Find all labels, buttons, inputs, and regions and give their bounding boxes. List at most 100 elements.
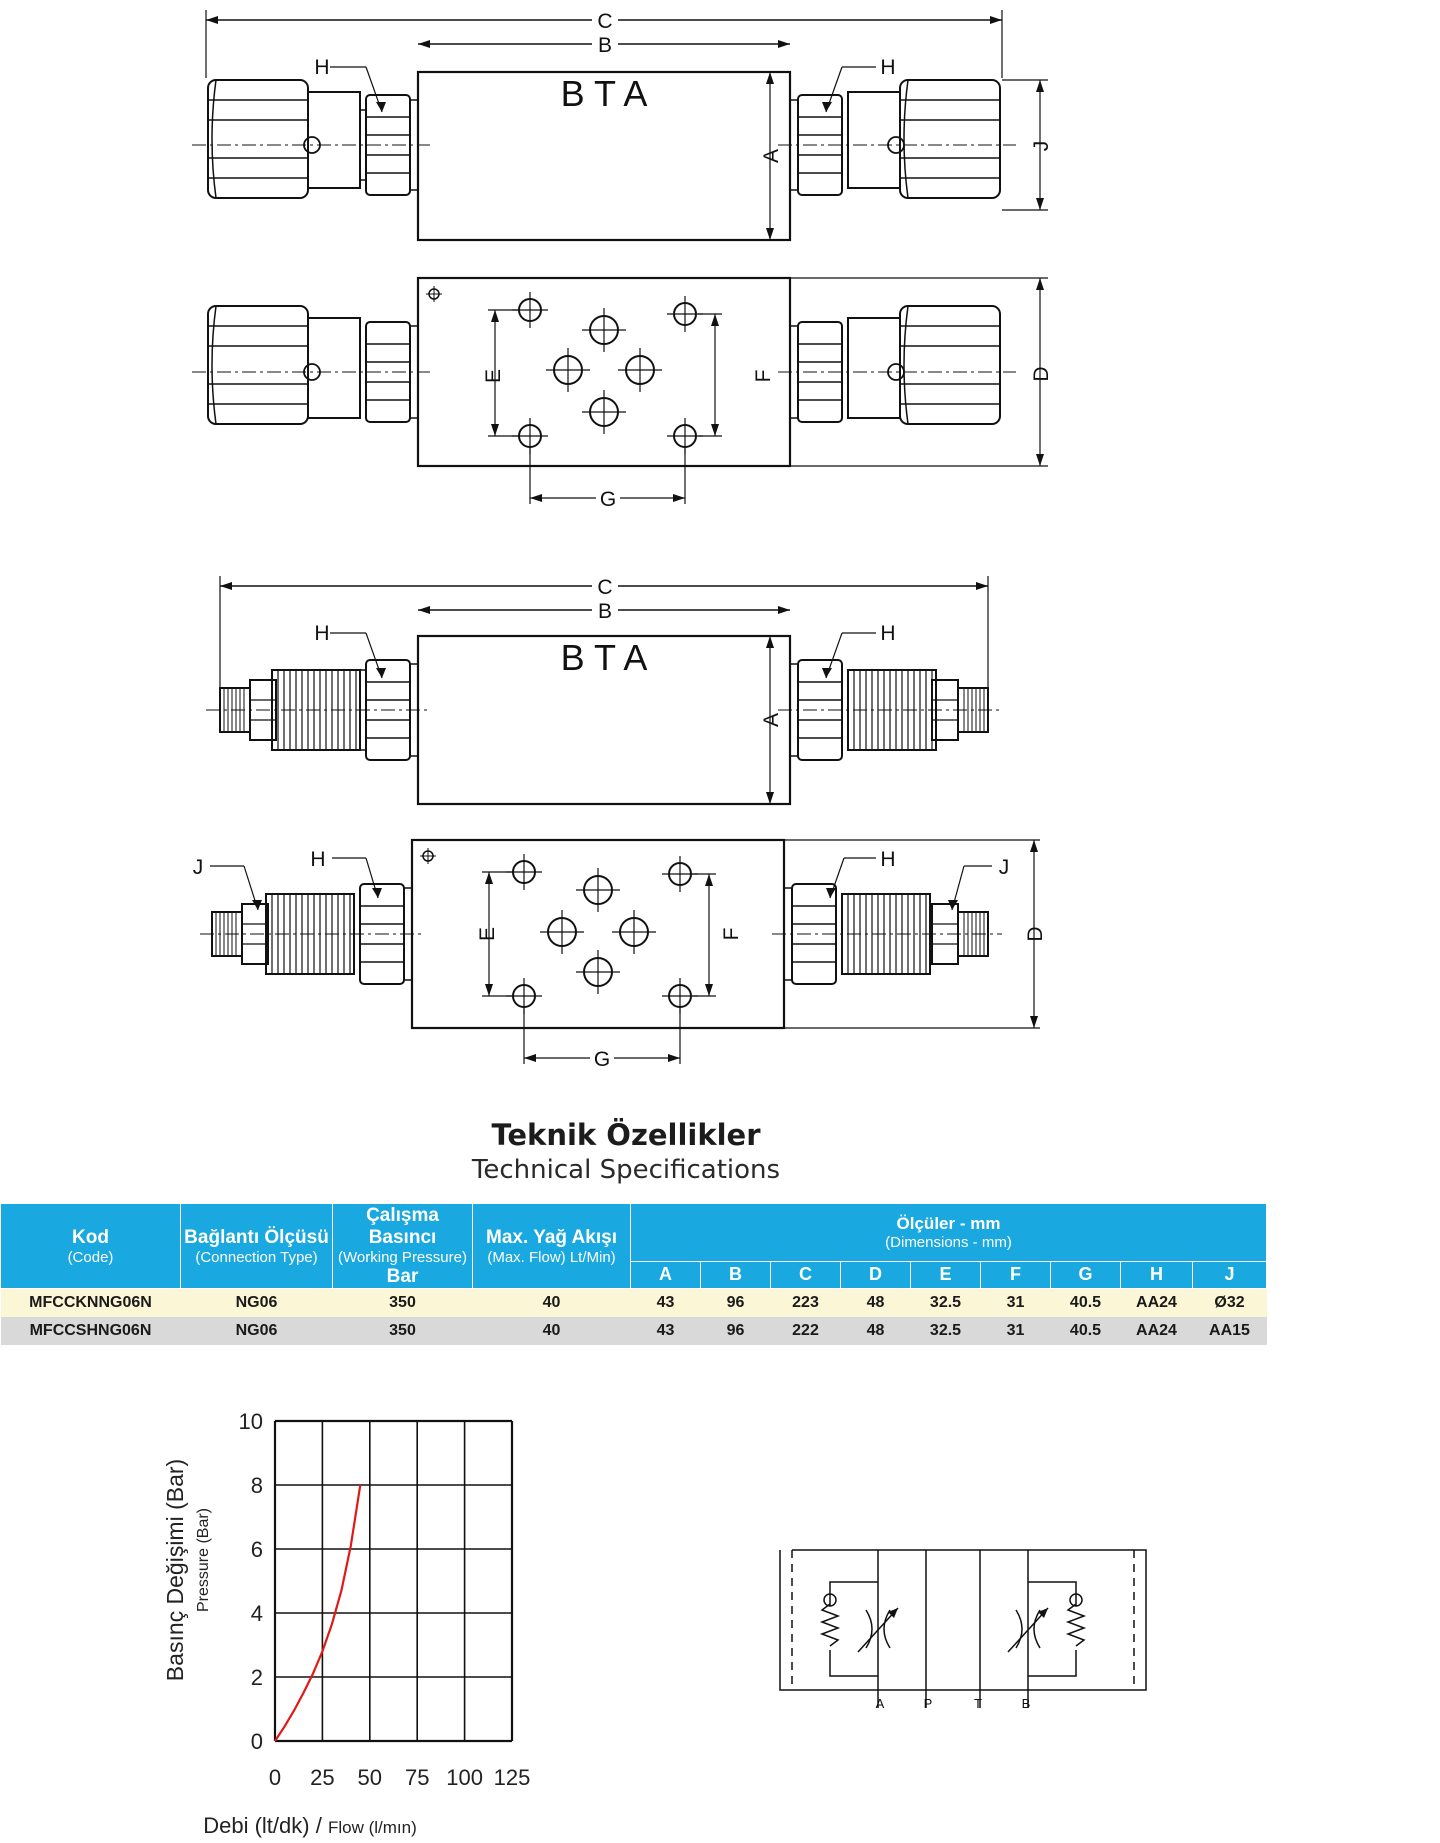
table-cell: 222 <box>770 1317 841 1345</box>
table-cell: 43 <box>630 1288 701 1317</box>
table-cell: 31 <box>980 1288 1051 1317</box>
table-cell: 48 <box>840 1317 911 1345</box>
header-dimensions: Ölçüler - mm(Dimensions - mm) <box>630 1203 1267 1262</box>
table-cell: MFCCSHNG06N <box>0 1317 181 1345</box>
table-row: MFCCSHNG06N NG06 350 40 43 96 222 48 32.… <box>0 1317 1267 1345</box>
header-kod: Kod(Code) <box>0 1203 181 1289</box>
dim-label-h-left-3: H <box>310 848 325 871</box>
header-flow: Max. Yağ Akışı(Max. Flow) Lt/Min) <box>472 1203 631 1289</box>
dim-label-a-2: A <box>760 713 783 727</box>
header-dim-f: F <box>980 1260 1051 1290</box>
spec-subtitle: Technical Specifications <box>471 1155 781 1185</box>
brand-label: B T A <box>561 73 648 114</box>
hydraulic-schematic: A P T B <box>779 1549 1147 1711</box>
table-cell: AA24 <box>1120 1288 1193 1317</box>
header-dim-e: E <box>910 1260 981 1290</box>
table-cell: 32.5 <box>910 1317 981 1345</box>
table-cell: 40 <box>472 1288 631 1317</box>
port-label-p: P <box>924 1696 933 1711</box>
chart-y-tick-label: 8 <box>251 1473 263 1498</box>
view-1-bottom: E F G D <box>192 276 1053 511</box>
header-dim-b: B <box>700 1260 771 1290</box>
dim-label-h-right-2: H <box>880 622 895 645</box>
port-label-a: A <box>876 1696 885 1711</box>
dim-label-f: F <box>752 370 775 383</box>
header-pressure: Çalışma Basıncı(Working Pressure)Bar <box>332 1203 473 1289</box>
dim-label-h-right: H <box>880 56 895 79</box>
table-cell: 96 <box>700 1288 771 1317</box>
dim-label-h-left-2: H <box>314 622 329 645</box>
table-cell: 31 <box>980 1317 1051 1345</box>
dim-label-e: E <box>482 369 505 383</box>
chart-x-tick-label: 75 <box>405 1765 429 1790</box>
header-dim-h: H <box>1120 1260 1193 1290</box>
port-label-b: B <box>1022 1696 1031 1711</box>
dim-label-g: G <box>600 488 616 511</box>
dim-label-b: B <box>598 34 612 57</box>
table-cell: 350 <box>332 1317 473 1345</box>
dim-label-f-2: F <box>720 928 743 941</box>
chart-x-tick-label: 50 <box>358 1765 382 1790</box>
table-cell: NG06 <box>180 1288 333 1317</box>
dim-label-a: A <box>760 149 783 163</box>
table-cell: 40.5 <box>1050 1317 1121 1345</box>
table-cell: 32.5 <box>910 1288 981 1317</box>
chart-x-ticks: 0 25 50 75 100 125 <box>269 1765 530 1790</box>
dim-label-g-2: G <box>594 1048 610 1071</box>
table-row: MFCCKNNG06N NG06 350 40 43 96 223 48 32.… <box>0 1288 1267 1317</box>
table-cell: 223 <box>770 1288 841 1317</box>
chart-series-line <box>274 1484 362 1742</box>
header-dim-j: J <box>1192 1260 1267 1290</box>
chart-x-label-group: Debi (lt/dk) / Flow (l/mın) <box>203 1813 417 1838</box>
table-cell: 350 <box>332 1288 473 1317</box>
dim-label-d-2: D <box>1024 926 1047 941</box>
spec-title: Teknik Özellikler <box>491 1118 761 1152</box>
view-2-top: C B B T A H H A <box>206 574 1002 806</box>
brand-label-2: B T A <box>561 637 648 678</box>
dim-label-h-left: H <box>314 56 329 79</box>
dim-label-j-left: J <box>193 856 204 879</box>
dim-label-c: C <box>597 10 612 33</box>
table-cell: AA15 <box>1192 1317 1267 1345</box>
pressure-flow-chart: 0 25 50 75 100 125 0 2 4 6 8 10 Basınç Değişimi (B… <box>162 1409 530 1838</box>
chart-y-tick-label: 2 <box>251 1665 263 1690</box>
table-cell: NG06 <box>180 1317 333 1345</box>
chart-x-tick-label: 100 <box>446 1765 483 1790</box>
chart-x-tick-label: 125 <box>494 1765 531 1790</box>
table-cell: 43 <box>630 1317 701 1345</box>
chart-y-ticks: 0 2 4 6 8 10 <box>239 1409 263 1754</box>
table-cell: 40.5 <box>1050 1288 1121 1317</box>
view-1-top: C B B T A H H A J <box>192 8 1053 242</box>
table-cell: AA24 <box>1120 1317 1193 1345</box>
header-dim-a: A <box>630 1260 701 1290</box>
dim-label-j-right: J <box>999 856 1010 879</box>
chart-x-label-en: Flow (l/mın) <box>328 1818 417 1837</box>
chart-grid <box>273 1419 514 1743</box>
dim-label-b-2: B <box>598 600 612 623</box>
table-cell: 40 <box>472 1317 631 1345</box>
chart-x-tick-label: 25 <box>310 1765 334 1790</box>
technical-drawings: C B B T A H H A J <box>192 8 1053 1071</box>
dim-label-c-2: C <box>597 576 612 599</box>
header-dim-c: C <box>770 1260 841 1290</box>
header-dim-g: G <box>1050 1260 1121 1290</box>
chart-x-tick-label: 0 <box>269 1765 281 1790</box>
chart-y-label: Basınç Değişimi (Bar) <box>162 1459 188 1681</box>
spec-table: Kod(Code) Bağlantı Ölçüsü(Connection Typ… <box>0 1203 1267 1345</box>
view-2-bottom: E F G J H H J <box>193 838 1047 1071</box>
chart-y-label-en: Pressure (Bar) <box>195 1508 212 1612</box>
table-cell: MFCCKNNG06N <box>0 1288 181 1317</box>
chart-y-tick-label: 4 <box>251 1601 263 1626</box>
chart-y-tick-label: 10 <box>239 1409 263 1434</box>
chart-x-label: Debi (lt/dk) <box>203 1813 309 1838</box>
dim-label-j: J <box>1030 141 1053 152</box>
dim-label-d: D <box>1030 366 1053 381</box>
chart-y-tick-label: 6 <box>251 1537 263 1562</box>
port-label-t: T <box>974 1696 982 1711</box>
chart-y-tick-label: 0 <box>251 1729 263 1754</box>
table-cell: Ø32 <box>1192 1288 1267 1317</box>
chart-x-label-sep: / <box>310 1813 328 1838</box>
header-connection: Bağlantı Ölçüsü(Connection Type) <box>180 1203 333 1289</box>
table-cell: 48 <box>840 1288 911 1317</box>
dim-label-e-2: E <box>476 927 499 941</box>
